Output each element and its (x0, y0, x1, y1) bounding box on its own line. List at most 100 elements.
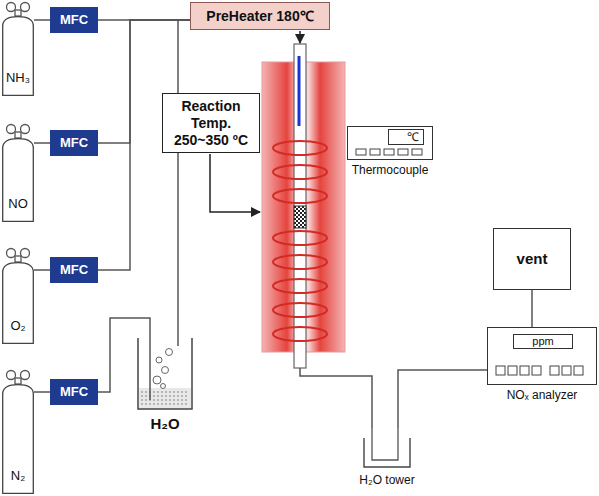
panel-button (508, 366, 517, 375)
node-label: Reaction Temp. (167, 98, 255, 132)
panel-button (550, 366, 559, 375)
gas-line (34, 19, 50, 21)
water-dot (161, 399, 163, 401)
panel-button (574, 366, 583, 375)
node-label: O₂ (2, 318, 34, 334)
cylinder-body (3, 385, 34, 494)
water-dot (161, 403, 163, 405)
node-label: NOₓ analyzer (507, 388, 578, 402)
panel-button (398, 149, 408, 155)
water-tower-outline (362, 428, 412, 468)
water-dot (169, 403, 171, 405)
panel-button (562, 366, 571, 375)
thermocouple-probe (298, 56, 301, 126)
display-reading: ppm (513, 334, 573, 349)
catalyst-bed (294, 206, 306, 228)
water-dot (145, 395, 147, 397)
panel-button (356, 149, 366, 155)
vent-box: vent (493, 228, 571, 290)
water-dot (181, 395, 183, 397)
bubble (156, 357, 162, 363)
water-dot (157, 395, 159, 397)
water-dot (153, 391, 155, 393)
water-dot (185, 399, 187, 401)
bubble (166, 349, 173, 356)
node-label: NH₃ (2, 70, 34, 86)
water-dot (177, 395, 179, 397)
water-dot (169, 391, 171, 393)
water-dot (177, 399, 179, 401)
water-dot (157, 391, 159, 393)
water-dot (145, 391, 147, 393)
preheater-box: PreHeater 180℃ (190, 2, 330, 30)
water-dot (141, 399, 143, 401)
node-label: Thermocouple (352, 163, 429, 177)
water-bubbler: H₂O (135, 332, 195, 412)
water-dot (157, 399, 159, 401)
gas-line (34, 391, 50, 393)
water-dot (161, 391, 163, 393)
water-dot (173, 403, 175, 405)
panel-button (370, 149, 380, 155)
gas-cylinder: O₂ (2, 262, 34, 344)
temperature-range: 250~350 ºC (174, 132, 248, 149)
gas-line (531, 290, 533, 327)
water-dot (165, 399, 167, 401)
cylinder-body (3, 17, 34, 96)
water-dot (173, 395, 175, 397)
water-dot (185, 395, 187, 397)
reactor-tube (294, 44, 306, 368)
water-dot (141, 395, 143, 397)
cylinder-body (3, 139, 34, 222)
water-dot (177, 403, 179, 405)
water (139, 388, 191, 409)
mass-flow-controller: MFC (50, 130, 98, 156)
gas-line (34, 142, 50, 144)
nox-analyzer: ppmNOₓ analyzer (487, 327, 597, 385)
jar-wall (138, 338, 192, 409)
water-dot (153, 395, 155, 397)
node-label: PreHeater 180℃ (206, 8, 313, 25)
temperature-box: Reaction Temp.250~350 ºC (162, 93, 260, 153)
water-dot (173, 391, 175, 393)
gas-cylinder: NH₃ (2, 16, 34, 96)
bubble (153, 376, 161, 384)
node-label: MFC (60, 135, 88, 151)
panel-button (532, 366, 541, 375)
reactor-outlet-line (300, 368, 372, 428)
gas-line (178, 20, 190, 332)
water-dot (181, 403, 183, 405)
node-label: MFC (60, 262, 88, 278)
water-dot (177, 391, 179, 393)
water-dot (141, 403, 143, 405)
tower-bath (364, 438, 410, 467)
water-dot (181, 399, 183, 401)
node-label: N₂ (2, 468, 34, 484)
water-bubbler-outline (135, 332, 195, 412)
water-dot (173, 399, 175, 401)
water-dot (165, 395, 167, 397)
water-dot (145, 399, 147, 401)
gas-cylinder: N₂ (2, 384, 34, 494)
panel-button (412, 149, 422, 155)
water-dot (157, 403, 159, 405)
node-label: MFC (60, 384, 88, 400)
water-dot (185, 391, 187, 393)
panel-button (384, 149, 394, 155)
tower-trap (372, 428, 398, 460)
mass-flow-controller: MFC (50, 7, 98, 33)
node-label: NO (2, 196, 34, 212)
water-dot (145, 403, 147, 405)
node-label: vent (517, 250, 548, 268)
water-dot (185, 403, 187, 405)
water-dot (153, 403, 155, 405)
water-dot (169, 395, 171, 397)
cylinder-body (3, 263, 34, 344)
preheater-feed-arrow (299, 31, 301, 43)
thermocouple-readout: ℃Thermocouple (347, 126, 433, 160)
temperature-control-arrow (210, 154, 260, 212)
node-label: H₂O (150, 415, 179, 433)
gas-line (98, 318, 150, 392)
water-dot (153, 399, 155, 401)
